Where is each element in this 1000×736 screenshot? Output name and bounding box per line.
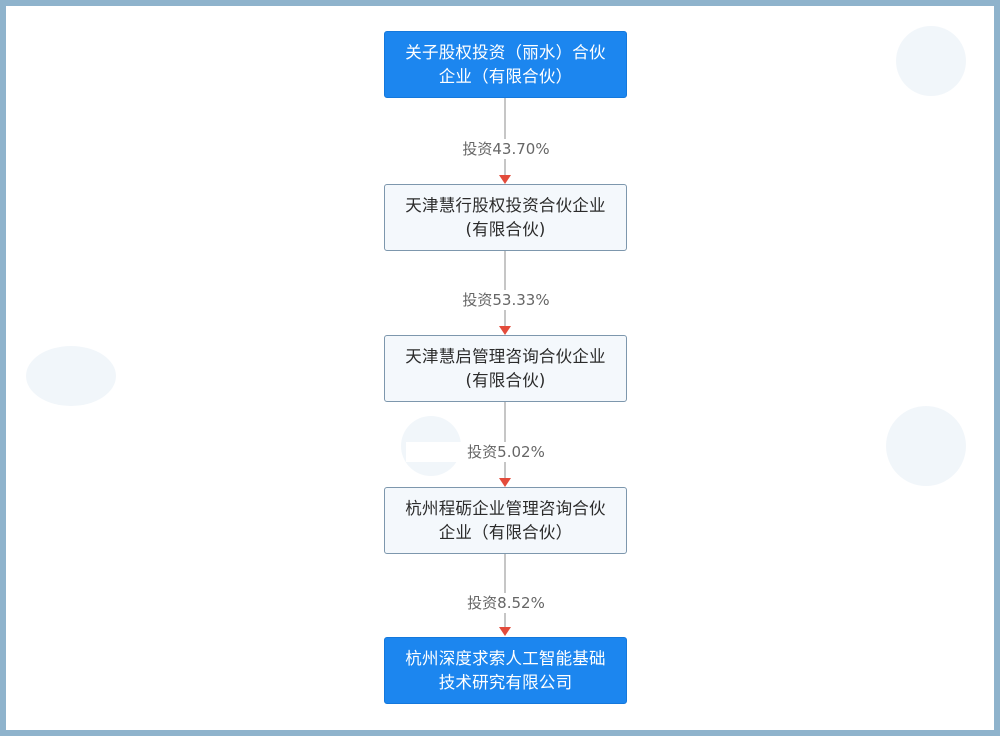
node-line-1: 天津慧启管理咨询合伙企业 <box>405 346 606 366</box>
watermark-logo-icon <box>896 26 966 96</box>
node-line-2: 企业（有限合伙） <box>438 522 573 542</box>
shareholder-node-3[interactable]: 天津慧启管理咨询合伙企业 (有限合伙) <box>384 335 627 402</box>
shareholder-node-2[interactable]: 天津慧行股权投资合伙企业 (有限合伙) <box>384 184 627 251</box>
edge-connector-1 <box>504 98 506 178</box>
target-company-node[interactable]: 杭州深度求索人工智能基础 技术研究有限公司 <box>384 637 627 704</box>
arrow-down-icon <box>499 478 511 487</box>
edge-label-4: 投资8.52% <box>406 593 606 613</box>
node-line-2: (有限合伙) <box>465 370 546 390</box>
node-line-1: 天津慧行股权投资合伙企业 <box>405 195 606 215</box>
node-line-2: 技术研究有限公司 <box>438 672 573 692</box>
edge-connector-3 <box>504 402 506 481</box>
edge-label-2: 投资53.33% <box>406 290 606 310</box>
node-line-1: 杭州深度求索人工智能基础 <box>405 648 606 668</box>
edge-label-3: 投资5.02% <box>406 442 606 462</box>
arrow-down-icon <box>499 326 511 335</box>
edge-label-1: 投资43.70% <box>406 139 606 159</box>
edge-connector-4 <box>504 554 506 630</box>
watermark-logo-icon <box>26 346 116 406</box>
watermark-logo-icon <box>886 406 966 486</box>
node-line-2: 企业（有限合伙） <box>438 66 573 86</box>
node-line-2: (有限合伙) <box>465 219 546 239</box>
node-line-1: 杭州程砺企业管理咨询合伙 <box>405 498 606 518</box>
shareholder-node-4[interactable]: 杭州程砺企业管理咨询合伙 企业（有限合伙） <box>384 487 627 554</box>
shareholder-node-1[interactable]: 关子股权投资（丽水）合伙 企业（有限合伙） <box>384 31 627 98</box>
arrow-down-icon <box>499 175 511 184</box>
arrow-down-icon <box>499 627 511 636</box>
node-line-1: 关子股权投资（丽水）合伙 <box>405 42 606 62</box>
diagram-canvas: 关子股权投资（丽水）合伙 企业（有限合伙） 投资43.70% 天津慧行股权投资合… <box>6 6 994 730</box>
